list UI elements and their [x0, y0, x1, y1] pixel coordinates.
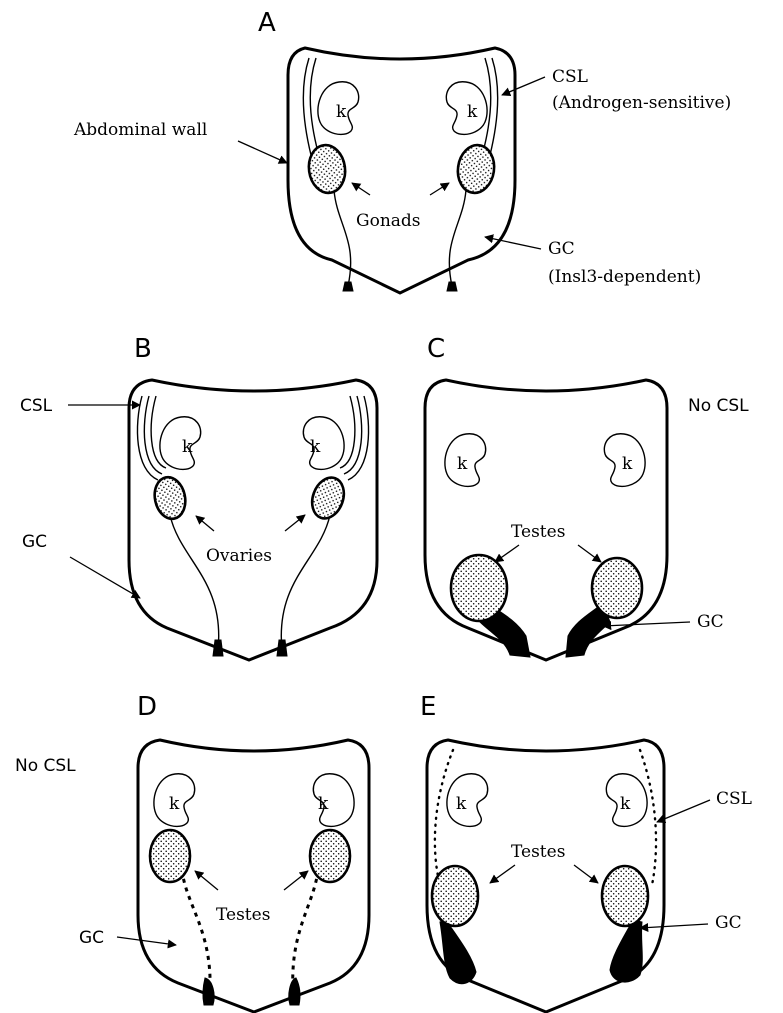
- panel-a-letter: A: [258, 8, 276, 38]
- arrow-testes-left: [195, 871, 218, 890]
- panel-d: D k k Testes No CSL GC: [15, 692, 369, 1012]
- csl-left-ligament-inner: [310, 58, 318, 152]
- arrow-csl: [502, 77, 545, 95]
- label-no-csl: No CSL: [688, 396, 749, 416]
- ovary-left: [151, 474, 189, 521]
- label-csl: CSL: [716, 789, 752, 809]
- panel-b: B k k Ovaries CSL GC: [20, 334, 377, 660]
- label-ovaries: Ovaries: [206, 546, 272, 566]
- arrow-testes-left: [495, 545, 519, 562]
- panel-a: A k k Gonads CSL (Androgen-sensitive) Ab…: [73, 8, 731, 293]
- arrow-ovaries-right: [285, 515, 305, 531]
- label-gc: GC: [22, 532, 47, 552]
- arrow-gc: [640, 924, 708, 928]
- kidney-label-left: k: [336, 102, 347, 122]
- gc-left-attachment: [213, 640, 223, 656]
- label-testes: Testes: [216, 905, 270, 925]
- panel-d-letter: D: [137, 692, 157, 722]
- kidney-label-left: k: [456, 794, 467, 814]
- testis-left: [150, 830, 190, 882]
- gc-right-cord-dashed: [293, 870, 318, 990]
- abdomen-outline: [129, 380, 377, 660]
- panel-c: C k k Testes No CSL GC: [425, 334, 749, 660]
- kidney-label-left: k: [169, 794, 180, 814]
- kidney-label-right: k: [310, 437, 321, 457]
- panel-e: E k k Testes CSL GC: [420, 692, 752, 1012]
- label-csl-note: (Androgen-sensitive): [552, 93, 731, 113]
- kidney-label-right: k: [622, 454, 633, 474]
- csl-right-ligament: [348, 396, 369, 480]
- gc-right-bulb: [610, 920, 642, 982]
- arrow-testes-left: [490, 865, 515, 883]
- gc-left-attachment: [343, 282, 353, 291]
- label-abdominal-wall: Abdominal wall: [73, 120, 207, 140]
- gc-right-attachment: [289, 978, 300, 1005]
- kidney-label-right: k: [620, 794, 631, 814]
- gc-left-cord: [334, 190, 351, 286]
- arrow-testes-right: [284, 871, 308, 890]
- panel-e-letter: E: [420, 692, 436, 722]
- label-gonads: Gonads: [356, 211, 421, 231]
- gc-left-cord-dashed: [182, 870, 210, 990]
- label-testes: Testes: [511, 842, 565, 862]
- gc-left-bulb: [440, 920, 476, 984]
- kidney-left: [447, 774, 488, 827]
- arrow-testes-right: [574, 865, 598, 883]
- arrow-abdominal-wall: [238, 141, 287, 163]
- kidney-left: [160, 417, 201, 470]
- arrow-gonads-left: [352, 183, 370, 195]
- testis-right: [602, 866, 648, 926]
- kidney-label-left: k: [182, 437, 193, 457]
- ovary-right: [307, 473, 350, 523]
- label-gc: GC: [715, 913, 742, 933]
- csl-left-ligament: [137, 396, 158, 480]
- label-csl: CSL: [552, 67, 588, 87]
- gc-right-attachment: [277, 640, 287, 656]
- arrow-gonads-right: [430, 183, 449, 195]
- label-gc: GC: [548, 239, 575, 259]
- testis-right: [592, 558, 642, 618]
- panel-b-letter: B: [134, 334, 152, 364]
- testis-left: [451, 555, 507, 621]
- abdomen-outline: [425, 380, 667, 660]
- panel-c-letter: C: [427, 334, 445, 364]
- label-csl: CSL: [20, 396, 53, 416]
- arrow-gc: [603, 622, 690, 626]
- label-testes: Testes: [511, 522, 565, 542]
- testis-left: [432, 866, 478, 926]
- kidney-label-right: k: [318, 794, 329, 814]
- gc-right-cord: [449, 190, 466, 286]
- gc-right-attachment: [447, 282, 457, 291]
- gonad-left: [306, 143, 348, 196]
- gc-left-cord: [170, 515, 219, 650]
- testis-right: [310, 830, 350, 882]
- label-gc-note: (Insl3-dependent): [548, 267, 701, 287]
- label-no-csl: No CSL: [15, 756, 76, 776]
- arrow-testes-right: [578, 545, 601, 562]
- arrow-gc: [117, 937, 176, 945]
- kidney-label-right: k: [467, 102, 478, 122]
- arrow-ovaries-left: [196, 516, 214, 531]
- label-gc: GC: [697, 612, 724, 632]
- kidney-label-left: k: [457, 454, 468, 474]
- gc-left-attachment: [203, 978, 214, 1005]
- label-gc: GC: [79, 928, 104, 948]
